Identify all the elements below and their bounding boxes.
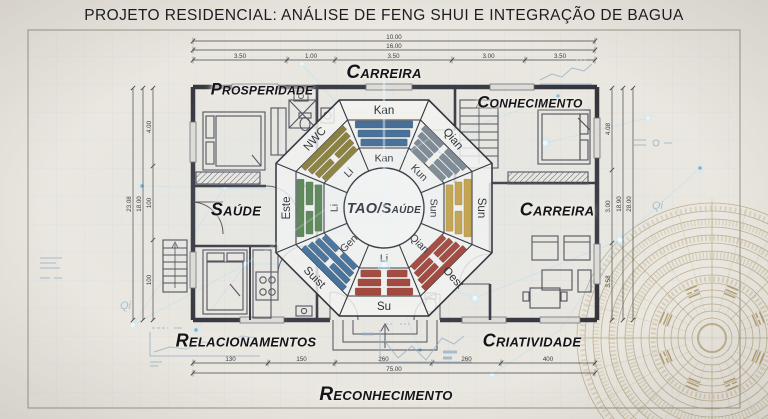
svg-text:Kan: Kan: [375, 153, 394, 165]
svg-text:Li: Li: [329, 204, 341, 212]
svg-text:28.00: 28.00: [626, 196, 633, 212]
page-title: PROJETO RESIDENCIAL: ANÁLISE DE FENG SHU…: [84, 7, 684, 24]
label-criatividade: Criatividade: [482, 330, 582, 351]
exterior-stairs-icon: [162, 239, 188, 293]
svg-text:18.90: 18.90: [616, 196, 623, 212]
mini-line-chart: [362, 323, 472, 363]
svg-text:100: 100: [146, 274, 153, 285]
bagua-trigram-N: [354, 120, 414, 147]
svg-text:1.00: 1.00: [305, 53, 318, 60]
kitchen-icon: [252, 249, 313, 319]
svg-text:3.50: 3.50: [554, 53, 567, 60]
sheet-frame: [27, 29, 741, 409]
svg-text:260: 260: [461, 356, 472, 363]
svg-text:Sun: Sun: [475, 198, 487, 218]
svg-text:150: 150: [296, 356, 307, 363]
data-dashes: [634, 139, 672, 147]
svg-text:4.00: 4.00: [146, 120, 153, 133]
bed-icon: [202, 111, 266, 171]
svg-text:75.00: 75.00: [386, 366, 402, 373]
network-nodes: [128, 60, 705, 379]
label-saude: Saúde: [210, 199, 262, 220]
bagua-trigram-E: [445, 178, 472, 238]
label-relacionamentos: Relacionamentos: [175, 330, 317, 351]
table-icon: [522, 287, 568, 309]
svg-text:18.00: 18.00: [136, 196, 143, 212]
energy-beams: [239, 66, 431, 272]
svg-text:Este: Este: [281, 196, 293, 219]
svg-text:3.50: 3.50: [234, 53, 247, 60]
svg-text:23.08: 23.08: [126, 196, 133, 212]
bagua-trigram-W: [296, 178, 323, 238]
svg-text:260: 260: [378, 356, 389, 363]
svg-text:3.50: 3.50: [387, 53, 400, 60]
mini-line-chart: [539, 59, 593, 85]
svg-text:100: 100: [146, 197, 153, 208]
svg-text:130: 130: [225, 356, 236, 363]
svg-text:4.08: 4.08: [605, 122, 612, 135]
svg-text:TAO/Saúde: TAO/Saúde: [347, 201, 421, 217]
label-conhecimento: Conhecimento: [477, 93, 583, 112]
bagua-trigram-NE: [410, 125, 467, 182]
svg-text:400: 400: [543, 356, 554, 363]
bagua-trigram-S: [354, 269, 414, 296]
shaft-column-icon: [288, 99, 317, 129]
label-carreira-right: Carreira: [519, 199, 595, 220]
bed-icon: [202, 249, 248, 315]
svg-text:Sun: Sun: [428, 199, 440, 218]
radiator-icon: [507, 171, 589, 185]
bagua-trigram-NW: [301, 125, 358, 182]
mini-line-chart: [149, 327, 260, 367]
dimension-lines: 10.00 16.00 3.50 1.00 3.50 3.00 3.50 130 150 260 2…: [126, 34, 636, 377]
sofa-set-icon: [531, 235, 592, 293]
label-reconhecimento: Reconhecimento: [319, 384, 453, 405]
data-dashes: [443, 350, 457, 360]
svg-text:3.58: 3.58: [605, 275, 612, 288]
svg-text:Kan: Kan: [374, 105, 394, 117]
svg-text:3.00: 3.00: [605, 200, 612, 213]
svg-text:3.00: 3.00: [482, 53, 495, 60]
windows: [189, 83, 601, 324]
radiator-icon: [195, 171, 261, 185]
svg-text:Li: Li: [380, 253, 388, 265]
label-carreira-top: Carreira: [346, 62, 422, 83]
data-dashes: [40, 257, 62, 279]
bagua-trigram-SW: [301, 234, 358, 291]
bed-icon: [537, 109, 591, 165]
qi-watermark: Qi: [652, 200, 663, 212]
svg-text:Su: Su: [377, 301, 391, 313]
qi-watermark: Qi: [120, 300, 131, 312]
sketch-charts: [40, 59, 672, 367]
label-prosperidade: Prosperidade: [210, 80, 314, 99]
svg-text:16.00: 16.00: [386, 43, 402, 50]
bagua-trigram-SE: [410, 234, 467, 291]
svg-text:10.00: 10.00: [386, 34, 402, 41]
